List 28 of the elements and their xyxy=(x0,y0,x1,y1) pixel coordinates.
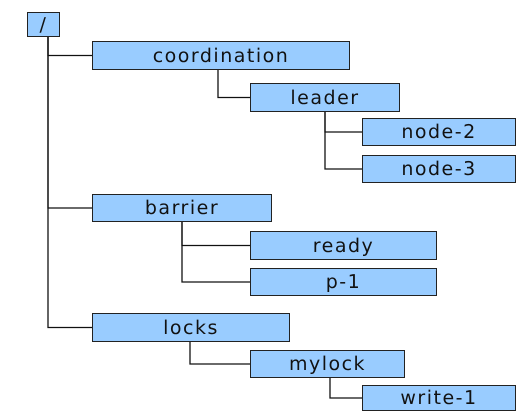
connector-line xyxy=(329,378,362,399)
tree-node-box xyxy=(362,155,516,183)
node-label: node-2 xyxy=(401,121,477,143)
node-label: coordination xyxy=(152,44,290,66)
node-label: / xyxy=(40,14,48,36)
tree-node-box xyxy=(27,12,60,37)
connector-line xyxy=(47,37,92,328)
node-label: mylock xyxy=(288,353,366,375)
tree-node-box xyxy=(250,350,405,378)
connector-line xyxy=(181,222,250,283)
tree-node-box xyxy=(362,118,516,146)
node-label: locks xyxy=(163,316,219,338)
connector-line xyxy=(217,70,250,98)
tree-node-box xyxy=(250,268,437,296)
node-label: p-1 xyxy=(326,271,362,293)
tree-node-box xyxy=(250,83,400,112)
node-label: write-1 xyxy=(400,387,478,409)
connector-line xyxy=(189,342,250,365)
tree-node-box xyxy=(250,231,437,260)
node-label: node-3 xyxy=(401,158,477,180)
node-label: barrier xyxy=(144,197,220,219)
node-label: ready xyxy=(312,234,374,256)
tree-node-box xyxy=(92,194,272,222)
tree-node-box xyxy=(362,385,516,411)
connector-line xyxy=(324,112,362,170)
tree-node-box xyxy=(92,313,290,342)
node-label: leader xyxy=(290,86,360,108)
tree-node-box xyxy=(92,41,350,70)
